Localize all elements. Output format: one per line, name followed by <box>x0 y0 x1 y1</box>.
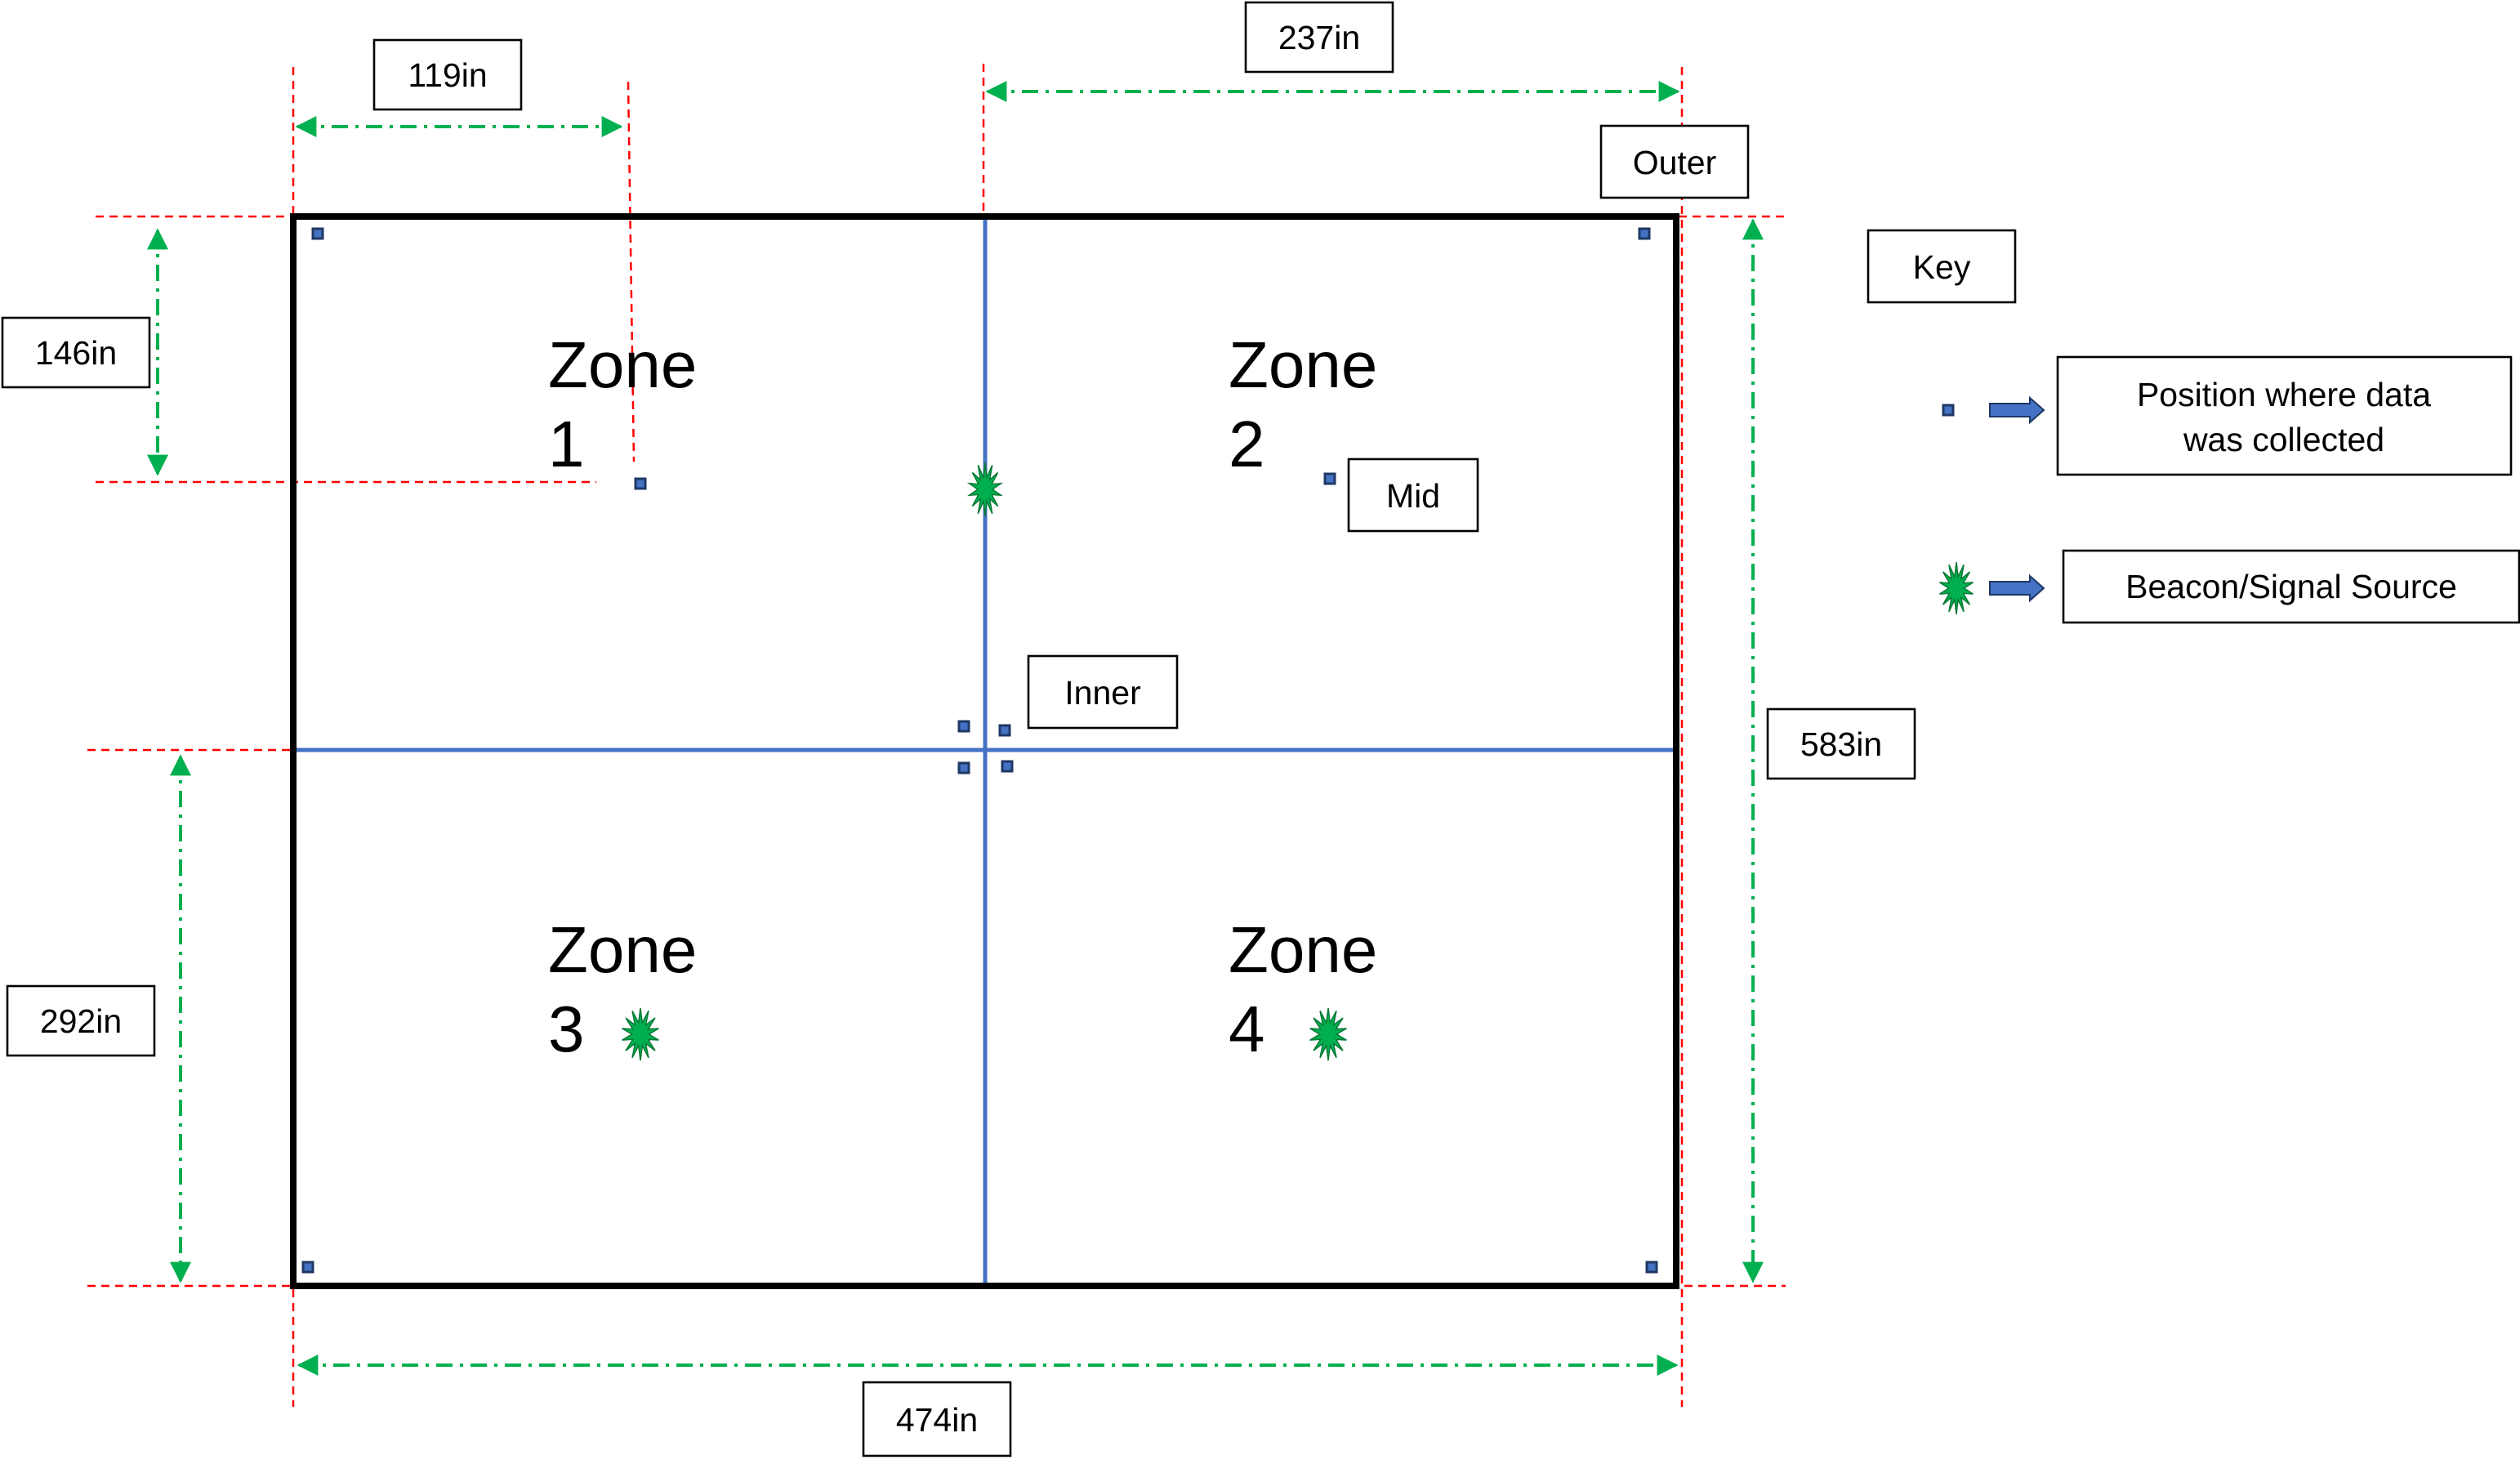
room-outline <box>290 213 1679 1289</box>
key-position-box <box>2056 355 2513 476</box>
zone-3-word: Zone <box>548 913 697 986</box>
dim-label-119: 119in <box>408 56 487 94</box>
zone-2-number: 2 <box>1229 408 1265 480</box>
dimension-lines <box>147 81 1764 1376</box>
dim-box-583 <box>1766 707 1916 780</box>
dim-label-474: 474in <box>896 1401 978 1439</box>
right-arrow-icon <box>1989 574 2045 603</box>
dimension-labels: 119in 237in 146in 292in 583in 474in <box>1 1 1916 1457</box>
square-marker-icon <box>311 227 324 240</box>
guide-lines <box>87 64 1786 1407</box>
key-beacon-box <box>2062 549 2520 624</box>
zone-1-number: 1 <box>548 408 585 480</box>
square-marker-icon <box>1638 227 1651 240</box>
square-marker-icon <box>1942 404 1955 417</box>
key-title: Key <box>1913 248 1971 286</box>
square-marker-icon <box>957 720 970 733</box>
key-beacon-label: Beacon/Signal Source <box>2125 568 2457 605</box>
dim-label-146: 146in <box>35 334 117 372</box>
inner-label: Inner <box>1064 674 1140 712</box>
square-marker-icon <box>998 724 1011 737</box>
key-title-box <box>1867 229 2017 304</box>
dim-label-292: 292in <box>40 1002 122 1040</box>
zone-2-word: Zone <box>1229 328 1377 401</box>
dim-box-292 <box>6 984 156 1057</box>
dim-label-237: 237in <box>1278 19 1360 56</box>
key-position-line1: Position where data <box>2137 376 2431 413</box>
mid-label-box <box>1347 458 1479 533</box>
outer-label: Outer <box>1633 144 1717 181</box>
key-position-line2: was collected <box>2183 421 2384 458</box>
room <box>290 213 1679 1289</box>
guide-119-end <box>627 81 636 462</box>
square-marker-icon <box>301 1261 314 1274</box>
dim-label-583: 583in <box>1800 725 1882 763</box>
square-marker-icon <box>1001 760 1014 773</box>
dim-box-146 <box>1 316 151 389</box>
square-marker-icon <box>1323 472 1336 485</box>
dim-box-237 <box>1244 1 1394 74</box>
square-marker-icon <box>957 761 970 774</box>
position-labels: Outer Mid Inner <box>1027 124 1750 730</box>
dim-box-474 <box>862 1381 1012 1457</box>
square-marker-icon <box>634 477 647 490</box>
zone-4-word: Zone <box>1229 913 1377 986</box>
starburst-icon <box>1939 561 1974 615</box>
zone-4-number: 4 <box>1229 993 1265 1065</box>
square-marker-icon <box>1645 1261 1658 1274</box>
inner-label-box <box>1027 654 1179 730</box>
starburst-icon <box>966 462 1004 517</box>
legend: Key Position where data was collected Be… <box>1867 229 2520 624</box>
starburst-icon <box>622 1007 659 1061</box>
zone-3-number: 3 <box>548 993 585 1065</box>
right-arrow-icon <box>1989 395 2045 425</box>
zone-labels: Zone 1 Zone 2 Zone 3 Zone 4 <box>548 328 1377 1065</box>
starburst-icon <box>1309 1007 1347 1061</box>
mid-label: Mid <box>1386 477 1440 515</box>
beacons <box>622 462 1347 1061</box>
zone-1-word: Zone <box>548 328 697 401</box>
dim-box-119 <box>372 38 523 111</box>
outer-label-box <box>1599 124 1750 199</box>
